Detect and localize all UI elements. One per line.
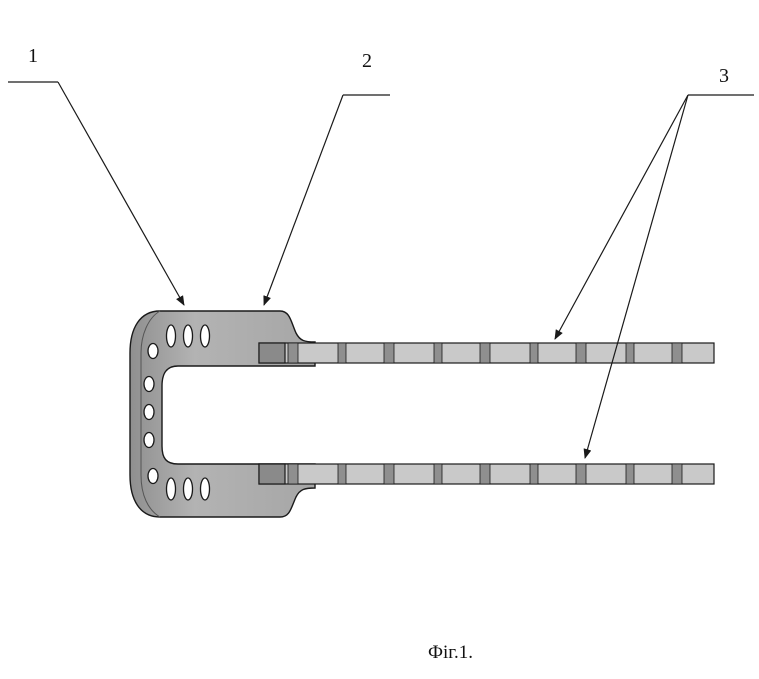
rod-joint (479, 342, 491, 364)
callout-2-label: 2 (362, 50, 372, 72)
hole (143, 431, 155, 449)
plate-body (129, 310, 316, 518)
rod-joint (433, 463, 443, 485)
rod-joint (337, 463, 347, 485)
figure-caption: Фіг.1. (428, 642, 473, 663)
top-hole-row (165, 324, 211, 348)
hole (199, 324, 211, 348)
rod-joints (287, 342, 683, 364)
rod-joint (575, 463, 587, 485)
callout-3: 3 (554, 65, 754, 459)
callout-3-arrow-lower-rod (583, 94, 689, 459)
hole (147, 467, 159, 485)
hole (165, 324, 177, 348)
hole (143, 403, 155, 421)
rod-joint (433, 342, 443, 364)
lower-rod (258, 463, 715, 485)
rod-joints (287, 463, 683, 485)
rod-joint (287, 342, 299, 364)
rod-joint (671, 342, 683, 364)
rod-joint (479, 463, 491, 485)
hole (143, 375, 155, 393)
rod-joint (625, 463, 635, 485)
callout-1: 1 (8, 45, 185, 306)
back-hole-column (143, 342, 159, 485)
callout-3-arrow-upper-rod (554, 94, 689, 340)
rod-mount-block (258, 342, 286, 364)
rod-joint (625, 342, 635, 364)
bottom-hole-row (165, 477, 211, 501)
hole (182, 477, 194, 501)
upper-rod (258, 342, 715, 364)
callout-3-label: 3 (719, 65, 729, 87)
hole (182, 324, 194, 348)
hole (147, 342, 159, 360)
rod-joint (529, 463, 539, 485)
rod-joint (671, 463, 683, 485)
hole (165, 477, 177, 501)
u-shaped-plate (129, 310, 316, 518)
rod-mount-block (258, 463, 286, 485)
callout-2: 2 (263, 50, 390, 306)
plate-curved-edge (140, 310, 161, 518)
rod-joint (575, 342, 587, 364)
hole (199, 477, 211, 501)
rod-joint (383, 463, 395, 485)
callout-1-label: 1 (28, 45, 38, 67)
callout-1-arrow (57, 81, 185, 306)
rod-joint (383, 342, 395, 364)
rod-joint (287, 463, 299, 485)
rod-joint (529, 342, 539, 364)
rod-joint (337, 342, 347, 364)
callout-2-arrow (263, 94, 344, 306)
